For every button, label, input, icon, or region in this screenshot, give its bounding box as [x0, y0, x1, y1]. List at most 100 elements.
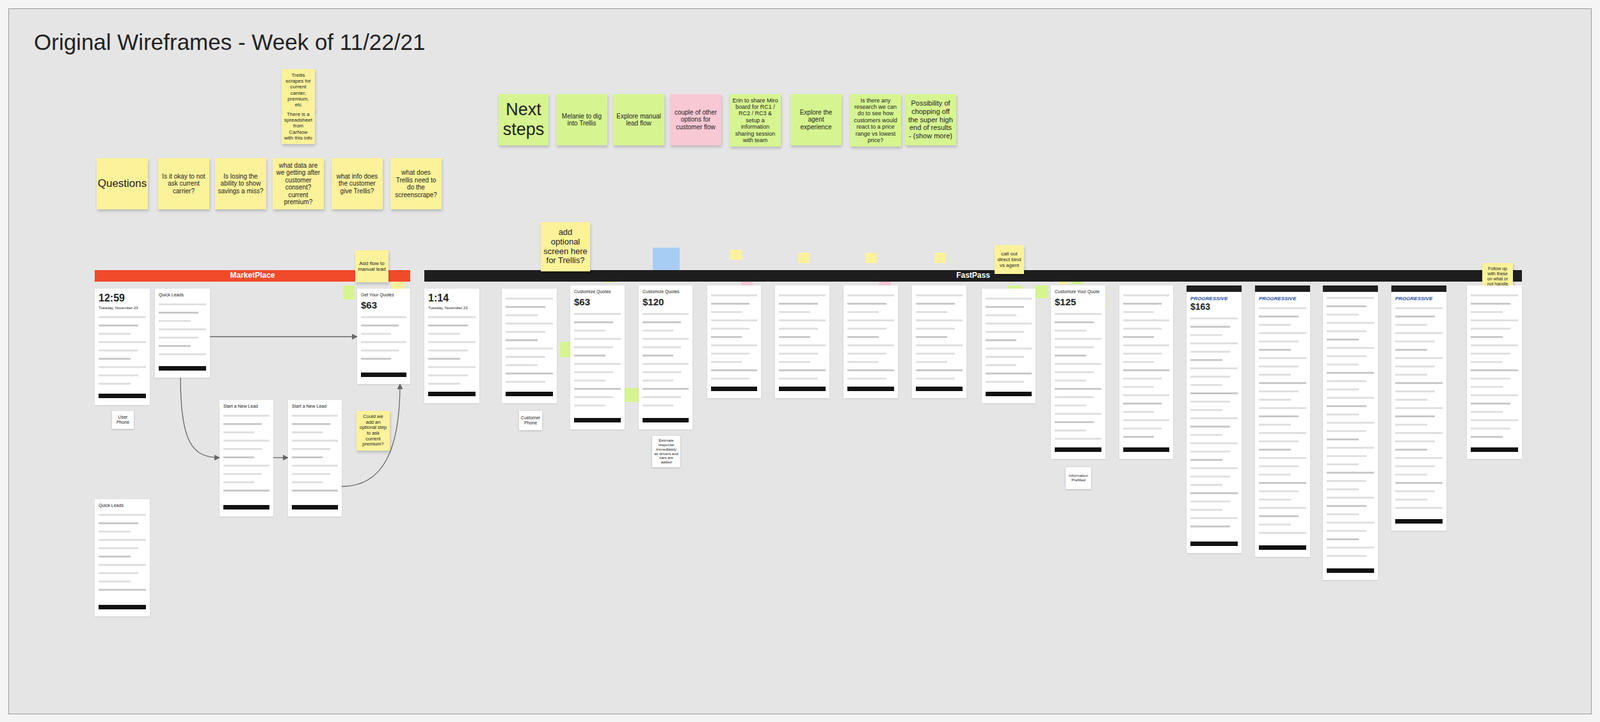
button-bar — [711, 386, 758, 392]
sticky-note: Trellis scrapes for current carrier, pre… — [281, 69, 315, 111]
placeholder-line — [1258, 398, 1291, 401]
placeholder-line — [1326, 480, 1367, 482]
placeholder-line — [428, 366, 476, 368]
node-text: Customer Phone — [520, 415, 541, 426]
placeholder-line — [1258, 307, 1307, 310]
flow-connector — [341, 384, 400, 487]
placeholder-line — [1190, 400, 1231, 403]
node-text: Start a New Lead — [223, 403, 270, 409]
placeholder-line — [505, 330, 546, 333]
placeholder-line — [1123, 336, 1154, 338]
placeholder-line — [985, 330, 1024, 333]
placeholder-line — [1190, 392, 1238, 395]
node-text: Is losing the ability to show savings a … — [217, 172, 264, 196]
sticky-note: what data are we getting after customer … — [272, 158, 324, 210]
placeholder-line — [98, 366, 146, 368]
placeholder-line — [1123, 360, 1154, 363]
placeholder-line — [1395, 348, 1428, 351]
placeholder-line — [1123, 435, 1154, 438]
node-text: 1:14 — [428, 292, 476, 304]
placeholder-line — [847, 360, 879, 363]
button-bar — [1258, 545, 1307, 550]
placeholder-line — [1258, 456, 1307, 459]
placeholder-line — [158, 303, 207, 306]
node-text: PROGRESSIVE — [1395, 295, 1443, 302]
placeholder-line — [1190, 433, 1223, 436]
placeholder-line — [1258, 415, 1299, 418]
placeholder-line — [1258, 340, 1299, 343]
placeholder-line — [1326, 346, 1375, 349]
placeholder-line — [1258, 490, 1299, 493]
placeholder-line — [1395, 340, 1435, 343]
placeholder-line — [158, 320, 191, 322]
placeholder-line — [778, 352, 818, 355]
button-bar — [915, 386, 963, 392]
header-bar — [1391, 285, 1447, 292]
placeholder-line — [1326, 521, 1375, 524]
sticky-note: couple of other options for customer flo… — [670, 94, 722, 146]
phone-wireframe: Customize Quotes$63 — [570, 285, 625, 430]
placeholder-line — [847, 327, 887, 330]
placeholder-line — [847, 369, 895, 372]
placeholder-line — [642, 346, 681, 349]
placeholder-line — [1395, 332, 1443, 335]
flow-connector — [180, 377, 220, 458]
placeholder-line — [711, 352, 750, 355]
placeholder-line — [847, 377, 887, 380]
phone-wireframe: PROGRESSIVE$163 — [1186, 285, 1242, 553]
placeholder-line — [360, 324, 399, 327]
placeholder-line — [1123, 344, 1170, 347]
node-text: $63 — [360, 299, 407, 311]
placeholder-line — [574, 396, 614, 399]
placeholder-line — [1326, 338, 1359, 341]
placeholder-line — [1258, 515, 1299, 518]
placeholder-line — [574, 346, 614, 349]
placeholder-line — [1326, 296, 1375, 299]
placeholder-line — [428, 324, 468, 327]
node-text: Possibility of chopping off the super hi… — [907, 99, 954, 140]
placeholder-line — [1190, 517, 1238, 520]
button-bar — [1395, 519, 1443, 524]
button-bar — [428, 391, 476, 397]
sticky-note: Is it okay to not ask current carrier? — [158, 158, 210, 210]
placeholder-line — [778, 327, 818, 330]
placeholder-line — [1123, 377, 1162, 380]
placeholder-line — [291, 431, 323, 434]
placeholder-line — [1123, 319, 1170, 322]
placeholder-line — [1470, 377, 1511, 380]
placeholder-line — [1395, 423, 1428, 426]
placeholder-line — [428, 349, 468, 352]
placeholder-line — [1054, 312, 1102, 315]
placeholder-line — [1123, 410, 1154, 413]
placeholder-line — [505, 305, 546, 308]
placeholder-line — [291, 472, 331, 475]
placeholder-line — [1190, 467, 1238, 470]
phone-wireframe: Start a New Lead — [219, 400, 274, 517]
placeholder-line — [1326, 305, 1367, 308]
phone-wireframe — [912, 285, 967, 399]
placeholder-line — [1470, 294, 1519, 297]
placeholder-line — [1190, 384, 1223, 386]
placeholder-line — [360, 332, 392, 335]
placeholder-line — [98, 572, 139, 575]
placeholder-line — [574, 362, 621, 365]
sticky-note: Questions — [96, 158, 148, 210]
placeholder-line — [1190, 483, 1223, 486]
placeholder-line — [847, 311, 879, 313]
placeholder-line — [1054, 371, 1094, 374]
flow-connector — [209, 336, 358, 337]
placeholder-line — [985, 305, 1024, 308]
placeholder-line — [1395, 440, 1435, 443]
placeholder-line — [1258, 481, 1307, 484]
placeholder-line — [1470, 435, 1503, 438]
placeholder-line — [1326, 496, 1375, 499]
placeholder-line — [1395, 323, 1428, 326]
placeholder-line — [1258, 390, 1299, 393]
placeholder-line — [1395, 315, 1435, 318]
placeholder-line — [158, 336, 199, 339]
header-bar — [1186, 285, 1242, 292]
placeholder-line — [847, 336, 879, 338]
placeholder-line — [1326, 405, 1367, 408]
placeholder-line — [1470, 327, 1511, 330]
